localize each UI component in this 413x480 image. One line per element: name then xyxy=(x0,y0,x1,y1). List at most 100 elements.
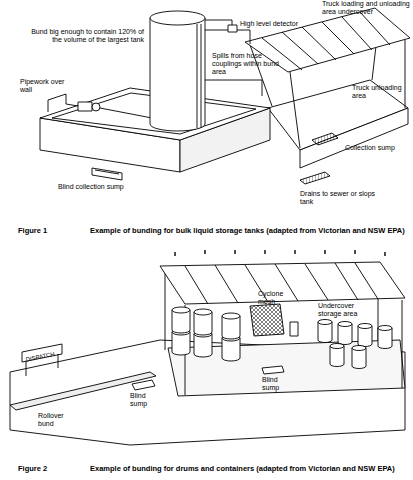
figure-caption: Example of bunding for bulk liquid stora… xyxy=(90,226,410,235)
drum-stack xyxy=(172,310,190,333)
blind-collection-sump xyxy=(92,168,122,180)
dispatch-sign xyxy=(26,361,27,376)
part-label: Blind sump xyxy=(130,392,162,408)
pump xyxy=(78,102,100,111)
part-label: Pipework over wall xyxy=(20,78,70,94)
shed-roof xyxy=(402,300,403,388)
drum-stack xyxy=(194,334,212,357)
drum xyxy=(358,324,372,329)
high-level-detector xyxy=(228,25,237,32)
storage-tank xyxy=(150,11,205,131)
storage-tank xyxy=(197,24,198,128)
area-label: Truck loading and unloading area underco… xyxy=(322,0,412,16)
drum-stack xyxy=(194,312,212,335)
cyclone-mesh xyxy=(250,304,284,336)
shed-roof xyxy=(305,264,328,300)
storage-tank xyxy=(150,18,205,131)
collection-sump xyxy=(312,133,338,145)
pump xyxy=(92,103,100,111)
shed-roof xyxy=(185,266,208,304)
pump xyxy=(78,102,92,111)
drum-stack xyxy=(172,307,190,313)
drum xyxy=(330,344,344,349)
part-label: Blind sump xyxy=(262,376,294,392)
shed-roof xyxy=(160,262,405,304)
rain-drops xyxy=(324,250,325,254)
truck-roof xyxy=(360,12,390,45)
truck-roof xyxy=(290,72,300,148)
truck-roof xyxy=(322,22,354,54)
shed-roof xyxy=(215,265,238,303)
rain-drops xyxy=(384,252,385,256)
blind-collection-sump xyxy=(92,168,122,180)
drum-stack xyxy=(222,313,240,319)
rain-drops xyxy=(294,250,295,254)
high-level-detector xyxy=(205,20,232,25)
drum xyxy=(338,322,352,327)
drum xyxy=(318,320,332,325)
drain-grate xyxy=(300,172,330,184)
drum-stack xyxy=(194,309,212,315)
storage-tank xyxy=(201,24,202,128)
drum xyxy=(318,322,332,343)
truck-roof xyxy=(405,40,406,108)
part-label: Blind collection sump xyxy=(58,183,148,191)
storage-tank xyxy=(150,11,205,25)
shed-roof xyxy=(165,270,166,350)
rain-drops xyxy=(204,250,205,254)
rain-drops xyxy=(174,252,175,256)
pipework xyxy=(205,80,262,96)
pipework xyxy=(205,30,250,44)
truck-roof xyxy=(342,17,372,50)
drain-grate xyxy=(300,172,330,184)
rain-drops xyxy=(234,250,235,254)
shed-roof xyxy=(335,263,358,300)
rain-drops xyxy=(264,250,265,254)
cyclone-mesh xyxy=(250,304,284,336)
container xyxy=(290,322,298,336)
area-label: Undercover storage area xyxy=(318,302,378,318)
area-label: Truck unloading area xyxy=(352,84,410,100)
blind-collection-sump xyxy=(95,170,119,174)
blind-sump xyxy=(132,380,155,390)
drum-stack xyxy=(222,338,240,361)
truck-floor xyxy=(300,108,408,168)
part-label: Cyclone mesh xyxy=(258,290,288,306)
high-level-detector xyxy=(205,20,237,32)
drum-stack xyxy=(222,316,240,339)
drum xyxy=(358,326,372,347)
shed-roof xyxy=(160,262,405,395)
sign-text: DISPATCH xyxy=(25,348,66,364)
drum xyxy=(330,346,344,367)
truck-floor xyxy=(268,80,408,168)
bund-note: Bund big enough to contain 120% of the v… xyxy=(26,28,144,44)
drum xyxy=(318,320,392,369)
rain-drops xyxy=(354,250,355,254)
drum xyxy=(338,324,352,345)
container xyxy=(290,322,298,336)
blind-sump xyxy=(262,366,284,374)
rain-drops xyxy=(175,250,385,256)
pipework xyxy=(48,94,78,112)
truck-roof xyxy=(302,27,336,60)
drum xyxy=(378,328,392,349)
figure-caption: Example of bunding for drums and contain… xyxy=(90,464,410,473)
part-label: Drains to sewer or slops tank xyxy=(300,190,380,206)
shed-roof xyxy=(355,263,378,299)
figure-number: Figure 2 xyxy=(18,464,78,473)
part-label: Rollover bund xyxy=(38,412,74,428)
drum-stack xyxy=(172,307,240,361)
part-label: Spills from hose couplings within bund a… xyxy=(212,52,284,76)
collection-sump xyxy=(312,133,338,145)
part-label: High level detector xyxy=(240,20,320,28)
drum xyxy=(352,346,366,351)
drum xyxy=(352,348,366,369)
drum xyxy=(378,326,392,331)
blind-sump xyxy=(132,366,284,390)
figure-number: Figure 1 xyxy=(18,226,78,235)
pipework xyxy=(100,108,152,118)
part-label: Collection sump xyxy=(345,144,411,152)
drum-stack xyxy=(172,332,190,355)
